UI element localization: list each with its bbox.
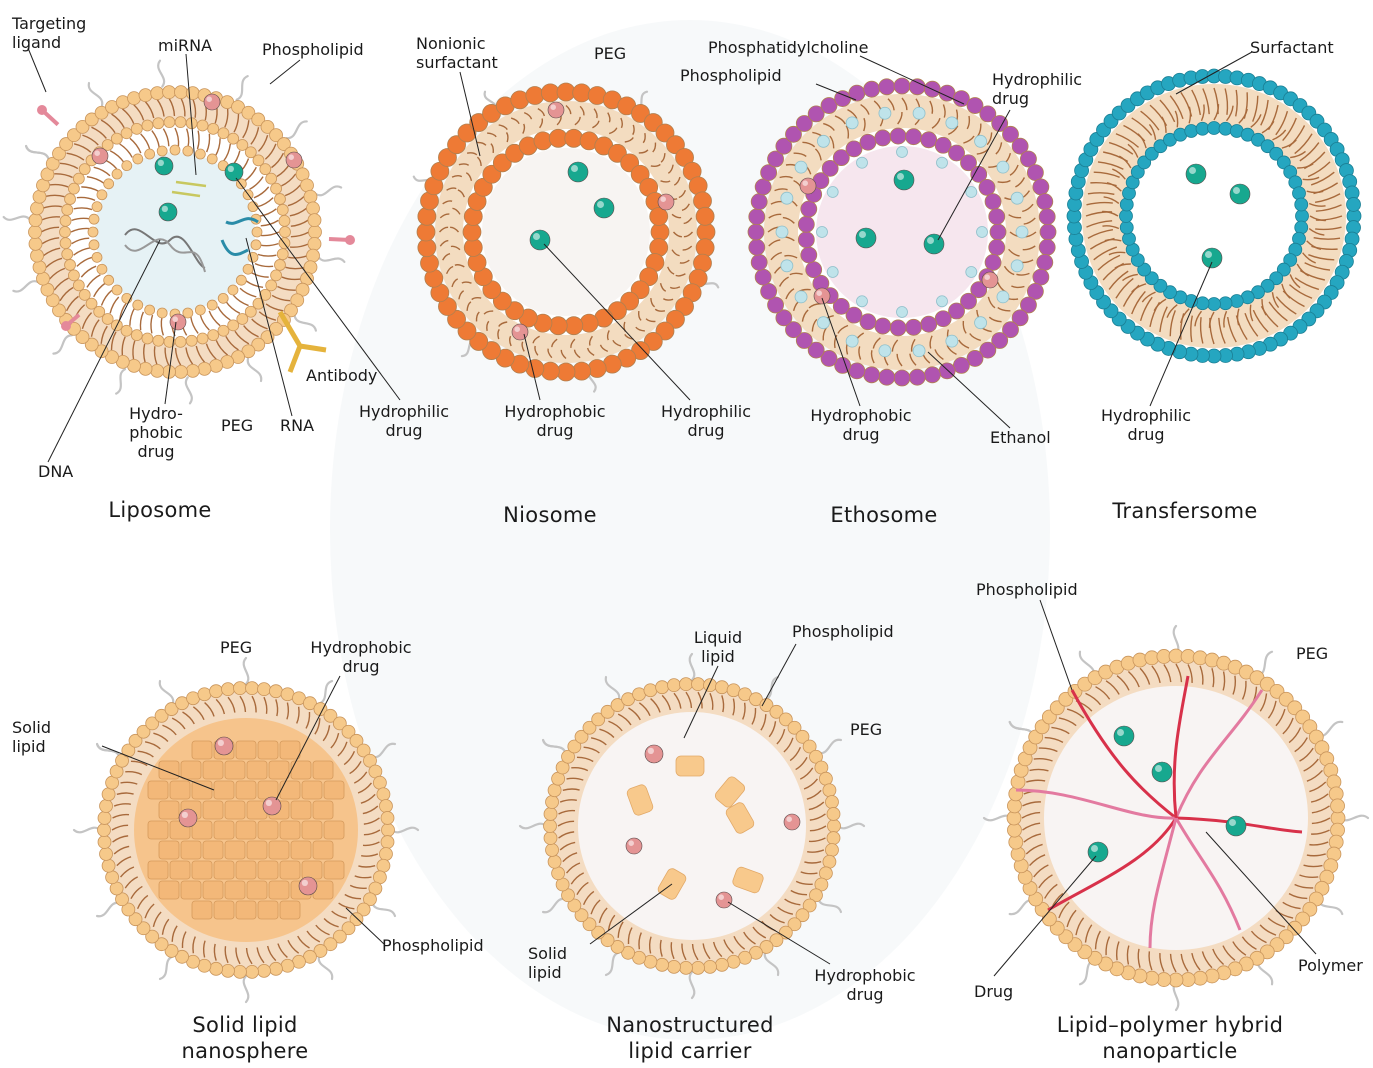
label-rna: RNA <box>280 416 314 435</box>
label-nlc-peg: PEG <box>850 720 882 739</box>
title-nanostructured-lipid-carrier: Nanostructured lipid carrier <box>580 1012 800 1064</box>
nlc-drug-1 <box>645 745 663 763</box>
targeting-ligand-head-1 <box>345 235 355 245</box>
niosome-hydrophobic-1 <box>548 102 564 118</box>
leader-line <box>1040 600 1072 690</box>
ethosome-drug-2 <box>856 228 876 248</box>
niosome-drug-1 <box>568 162 588 182</box>
label-lph-polymer: Polymer <box>1298 956 1363 975</box>
leader-line <box>762 644 796 706</box>
targeting-ligand-head-2 <box>61 321 71 331</box>
liposome-drug-1 <box>155 157 173 175</box>
transfersome-drug-1 <box>1186 164 1206 184</box>
label-liposome-peg: PEG <box>221 416 253 435</box>
nlc-drug-4 <box>716 892 732 908</box>
ethosome-drug-3 <box>924 234 944 254</box>
liposome-hydrophobic-4 <box>170 314 186 330</box>
label-lph-peg: PEG <box>1296 644 1328 663</box>
label-sln-solid-lipid: Solid lipid <box>12 718 51 756</box>
label-mirna: miRNA <box>158 36 212 55</box>
title-liposome: Liposome <box>80 497 240 523</box>
label-liposome-hydrophilic-drug: Hydrophilic drug <box>352 402 456 440</box>
label-ethosome-hydrophilic-drug: Hydrophilic drug <box>992 70 1082 108</box>
nlc-core <box>578 712 806 940</box>
sln-drug-1 <box>215 737 233 755</box>
lph-drug-3 <box>1226 816 1246 836</box>
label-nlc-phospholipid: Phospholipid <box>792 622 894 641</box>
sln-drug-4 <box>299 877 317 895</box>
label-ethosome-phospholipid: Phospholipid <box>680 66 782 85</box>
niosome-hydrophobic-3 <box>512 324 528 340</box>
label-liposome-phospholipid: Phospholipid <box>262 40 364 59</box>
transfersome-drug-2 <box>1230 184 1250 204</box>
sln-drug-3 <box>263 797 281 815</box>
leader-line <box>270 60 300 84</box>
label-niosome-hydrophilic-drug: Hydrophilic drug <box>654 402 758 440</box>
transfersome-drug-3 <box>1202 248 1222 268</box>
lph-drug-1 <box>1114 726 1134 746</box>
targeting-ligand-head-0 <box>37 105 47 115</box>
label-antibody: Antibody <box>306 366 377 385</box>
lph-drug-2 <box>1152 762 1172 782</box>
liposome-drug-2 <box>225 163 243 181</box>
label-phosphatidylcholine: Phosphatidylcholine <box>708 38 868 57</box>
niosome-drug-2 <box>594 198 614 218</box>
label-ethanol: Ethanol <box>990 428 1051 447</box>
leader-line <box>28 48 46 92</box>
label-niosome-peg: PEG <box>594 44 626 63</box>
label-liposome-hydrophobic-drug: Hydro- phobic drug <box>128 404 184 461</box>
ethosome-hydrophobic-3 <box>982 272 998 288</box>
ethosome-drug-1 <box>894 170 914 190</box>
label-lph-phospholipid: Phospholipid <box>976 580 1078 599</box>
label-nonionic-surfactant: Nonionic surfactant <box>416 34 498 72</box>
label-dna: DNA <box>38 462 73 481</box>
label-targeting-ligand: Targeting ligand <box>12 14 86 52</box>
title-transfersome: Transfersome <box>1100 498 1270 524</box>
liposome-hydrophobic-3 <box>286 152 302 168</box>
antibody-shape <box>280 312 326 372</box>
label-ethosome-hydrophobic-drug: Hydrophobic drug <box>796 406 926 444</box>
sln-drug-2 <box>179 809 197 827</box>
niosome-hydrophobic-2 <box>658 194 674 210</box>
niosome-core <box>482 148 650 316</box>
title-lipid-polymer-hybrid: Lipid–polymer hybrid nanoparticle <box>1040 1012 1300 1064</box>
liposome-hydrophobic-2 <box>92 148 108 164</box>
label-sln-hydrophobic-drug: Hydrophobic drug <box>296 638 426 676</box>
label-nlc-solid-lipid: Solid lipid <box>528 944 567 982</box>
nlc-drug-3 <box>784 814 800 830</box>
ethosome-hydrophobic-1 <box>800 178 816 194</box>
label-sln-phospholipid: Phospholipid <box>382 936 484 955</box>
title-solid-lipid-nanosphere: Solid lipid nanosphere <box>140 1012 350 1064</box>
title-niosome: Niosome <box>470 502 630 528</box>
label-lph-drug: Drug <box>974 982 1013 1001</box>
nlc-drug-2 <box>626 838 642 854</box>
label-transfersome-hydrophilic-drug: Hydrophilic drug <box>1094 406 1198 444</box>
nlc-solid-lipid-0 <box>676 756 704 776</box>
label-nlc-liquid-lipid: Liquid lipid <box>688 628 748 666</box>
label-niosome-hydrophobic-drug: Hydrophobic drug <box>490 402 620 440</box>
liposome-drug-3 <box>159 203 177 221</box>
label-surfactant: Surfactant <box>1250 38 1334 57</box>
lph-drug-4 <box>1088 842 1108 862</box>
label-nlc-hydrophobic-drug: Hydrophobic drug <box>800 966 930 1004</box>
label-sln-peg: PEG <box>220 638 252 657</box>
liposome-hydrophobic-1 <box>204 94 220 110</box>
title-ethosome: Ethosome <box>804 502 964 528</box>
ethosome-hydrophobic-2 <box>814 288 830 304</box>
